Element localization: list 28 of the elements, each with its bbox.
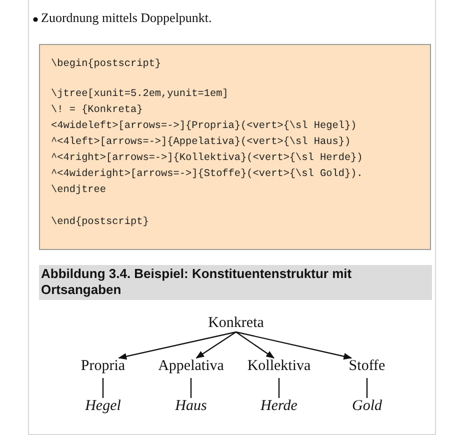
leaf-label: Gold [352,398,382,415]
arrow [118,331,236,360]
leaf-label: Haus [175,398,207,415]
tree-node-label: Appelativa [158,358,224,375]
code-line: ^<4wideright>[arrows=->]{Stoffe}(<vert>{\sl Gold}). [51,169,363,180]
code-line: ^<4right>[arrows=->]{Kollektiva}(<vert>{\sl Herde}) [51,153,363,164]
code-line: ^<4left>[arrows=->]{Appelativa}(<vert>{\sl Haus}) [51,137,351,148]
arrow [196,332,236,358]
leaf-label: Hegel [85,398,121,415]
tree-node-label: Kollektiva [247,358,311,375]
tree-branch-line [102,378,104,398]
tree-branch-line [190,378,192,398]
code-line: \jtree[xunit=5.2em,yunit=1em] [51,89,228,100]
code-line: <4wideleft>[arrows=->]{Propria}(<vert>{\sl Hegel}) [51,121,357,132]
arrow [236,331,352,360]
figure-caption: Abbildung 3.4. Beispiel: Konstituentenstruktur mit Ortsangaben [39,265,432,300]
leaf-label: Herde [260,398,298,415]
code-line: \! = {Konkreta} [51,105,143,116]
code-line: \endjtree [51,185,106,196]
bullet-text: Zuordnung mittels Doppelpunkt. [41,10,212,26]
code-line: \end{postscript} [51,217,149,228]
tree-branch-line [366,378,368,398]
tree-node-label: Konkreta [208,315,264,332]
code-line: \begin{postscript} [51,59,162,70]
arrow [236,332,275,358]
tree-node-label: Stoffe [348,358,386,375]
tree-branch-line [278,378,280,398]
tree-node-label: Propria [80,358,126,375]
